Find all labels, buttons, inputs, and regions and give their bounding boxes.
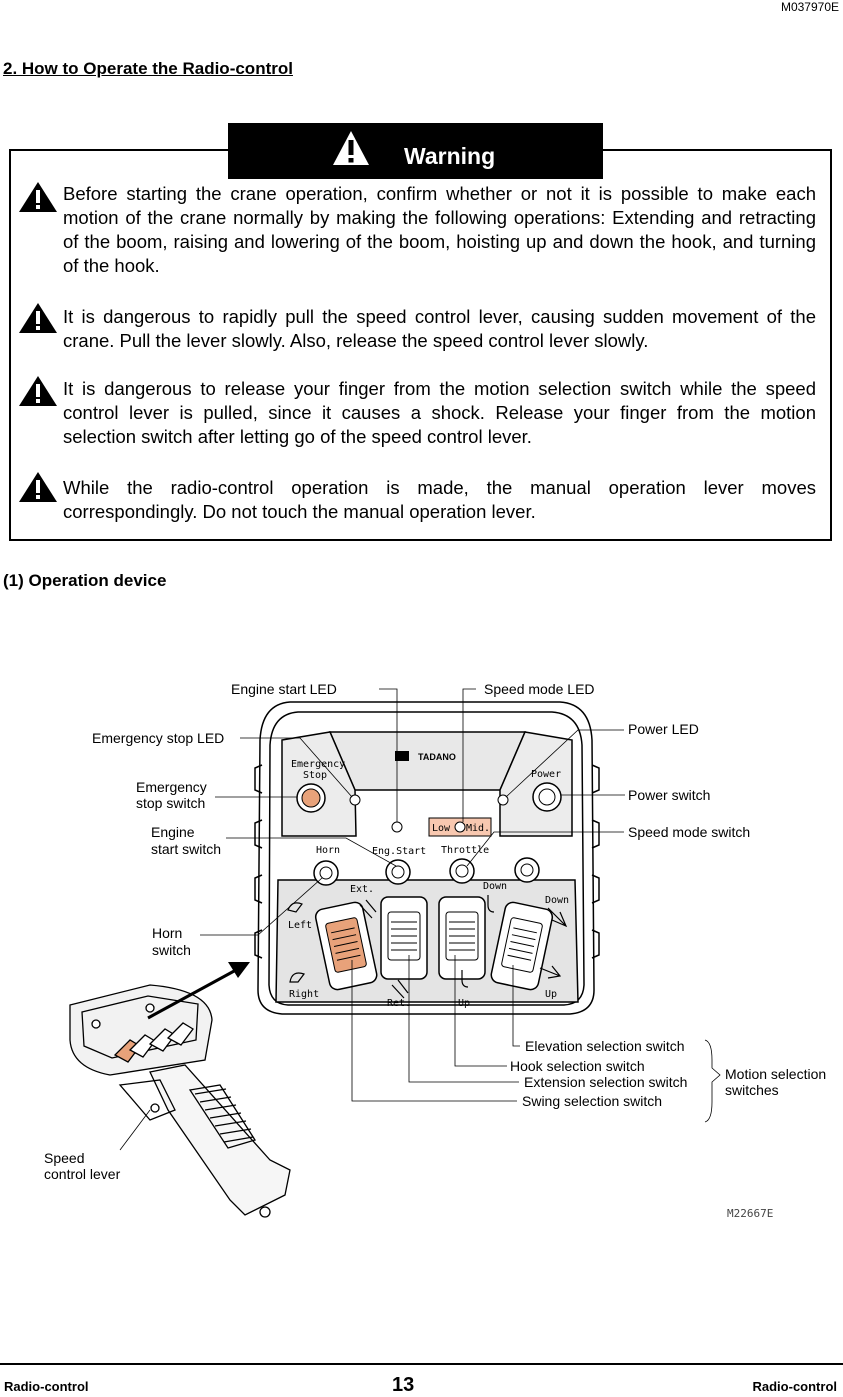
subsection-title: (1) Operation device <box>3 571 167 590</box>
callout-swing-selection-switch: Swing selection switch <box>522 1093 662 1109</box>
tadano-logo-icon <box>395 751 409 761</box>
callout-motion-selection-line1: Motion selection <box>725 1066 826 1082</box>
callout-emergency-stop-switch-line2: stop switch <box>136 795 205 811</box>
panel-label-up-hook: Up <box>458 998 470 1009</box>
callout-engine-start-switch-line2: start switch <box>151 841 221 857</box>
operation-device-figure: Emergency Stop Power Low Mid. Horn Eng.S… <box>44 681 826 1220</box>
leader-speed-mode-switch <box>466 831 624 867</box>
hook-down-icon <box>487 895 495 913</box>
callout-speed-control-lever-line2: control lever <box>44 1166 121 1182</box>
leader-hook-switch <box>454 955 507 1067</box>
panel-label-low: Low <box>432 823 451 834</box>
speed-mode-led <box>454 821 466 833</box>
warning-paragraph: While the radio-control operation is mad… <box>63 477 816 522</box>
panel-label-eng-start: Eng.Start <box>372 846 426 857</box>
leader-engine-start-switch <box>226 837 397 867</box>
power-led <box>497 794 509 806</box>
boom-raise-icon <box>539 965 562 979</box>
panel-label-horn: Horn <box>316 845 340 856</box>
swing-rocker-switch <box>314 901 378 991</box>
zoom-arrow-head <box>228 962 250 978</box>
remote-body-outline <box>257 701 595 1015</box>
panel-label-left: Left <box>288 920 312 931</box>
warning-label: Warning <box>404 143 496 169</box>
leader-extension-switch <box>408 955 519 1083</box>
leader-power-led <box>505 729 624 798</box>
page-number: 13 <box>392 1374 415 1396</box>
warning-paragraph: Before starting the crane operation, con… <box>63 183 816 276</box>
document-id: M037970E <box>780 0 839 14</box>
leader-speed-control-lever <box>119 1109 151 1151</box>
callout-engine-start-led: Engine start LED <box>231 681 337 697</box>
leader-engine-start-led <box>379 688 398 822</box>
warning-triangle-icon <box>19 472 57 502</box>
horn-button-cap <box>319 866 333 880</box>
swing-right-icon <box>289 972 305 983</box>
panel-label-down-hook: Down <box>483 881 507 892</box>
speed-mode-button-cap <box>455 864 469 878</box>
warning-triangle-icon <box>19 303 57 333</box>
callout-emergency-stop-led: Emergency stop LED <box>92 730 224 746</box>
warning-paragraph: It is dangerous to rapidly pull the spee… <box>63 306 816 351</box>
leader-horn-switch <box>200 877 323 936</box>
warning-banner: Warning <box>228 123 603 179</box>
warning-triangle-icon <box>333 131 369 165</box>
panel-label-ret: Ret. <box>387 998 411 1009</box>
boom-extend-icon <box>359 899 377 919</box>
emergency-stop-button-cap <box>301 788 321 808</box>
extension-rocker-switch <box>380 896 428 980</box>
panel-label-up-boom: Up <box>545 989 557 1000</box>
panel-label-mid: Mid. <box>466 823 490 834</box>
leader-emergency-stop-led <box>240 737 353 798</box>
callout-emergency-stop-switch-line1: Emergency <box>136 779 207 795</box>
spare-button-cap <box>520 863 534 877</box>
callout-power-led: Power LED <box>628 721 699 737</box>
panel-label-ext: Ext. <box>350 884 374 895</box>
warning-paragraph: It is dangerous to release your finger f… <box>63 378 816 447</box>
callout-elevation-selection-switch: Elevation selection switch <box>525 1038 685 1054</box>
hook-rocker-switch <box>438 896 486 980</box>
callout-power-switch: Power switch <box>628 787 710 803</box>
engine-start-led <box>391 821 403 833</box>
callout-speed-mode-led: Speed mode LED <box>484 681 595 697</box>
callout-speed-control-lever-line1: Speed <box>44 1150 84 1166</box>
panel-label-throttle: Throttle <box>441 845 489 856</box>
footer-right-label: Radio-control <box>752 1379 838 1394</box>
callout-horn-switch-line2: switch <box>152 942 191 958</box>
engine-start-button-cap <box>391 865 405 879</box>
leader-speed-mode-led <box>462 688 476 822</box>
callout-engine-start-switch-line1: Engine <box>151 824 195 840</box>
section-title: 2. How to Operate the Radio-control <box>3 59 293 78</box>
boom-retract-icon <box>391 979 409 999</box>
footer-left-label: Radio-control <box>4 1379 89 1394</box>
callout-horn-switch-line1: Horn <box>152 925 182 941</box>
warning-triangle-icon <box>19 376 57 406</box>
callout-motion-selection-line2: switches <box>725 1082 779 1098</box>
leader-elevation-switch <box>512 965 520 1047</box>
panel-label-emergency: Emergency <box>291 759 345 770</box>
panel-brand: TADANO <box>418 752 456 762</box>
callout-speed-mode-switch: Speed mode switch <box>628 824 750 840</box>
footer-rule <box>0 1363 843 1365</box>
figure-code: M22667E <box>727 1207 773 1220</box>
emergency-stop-led <box>349 794 361 806</box>
warning-triangle-icon <box>19 182 57 212</box>
transmitter-thumbnail <box>69 984 291 1218</box>
zoom-arrow <box>147 968 237 1020</box>
panel-label-down-boom: Down <box>545 895 569 906</box>
motion-switches-brace <box>704 1039 721 1123</box>
boom-lower-icon <box>547 907 568 928</box>
hook-up-icon <box>461 970 469 988</box>
panel-label-stop: Stop <box>303 770 327 781</box>
callout-extension-selection-switch: Extension selection switch <box>524 1074 687 1090</box>
callout-hook-selection-switch: Hook selection switch <box>510 1058 645 1074</box>
power-button-cap <box>538 788 556 806</box>
panel-label-power: Power <box>531 769 561 780</box>
elevation-rocker-switch <box>490 901 554 991</box>
leader-swing-switch <box>351 960 517 1102</box>
panel-label-right: Right <box>289 989 319 1000</box>
